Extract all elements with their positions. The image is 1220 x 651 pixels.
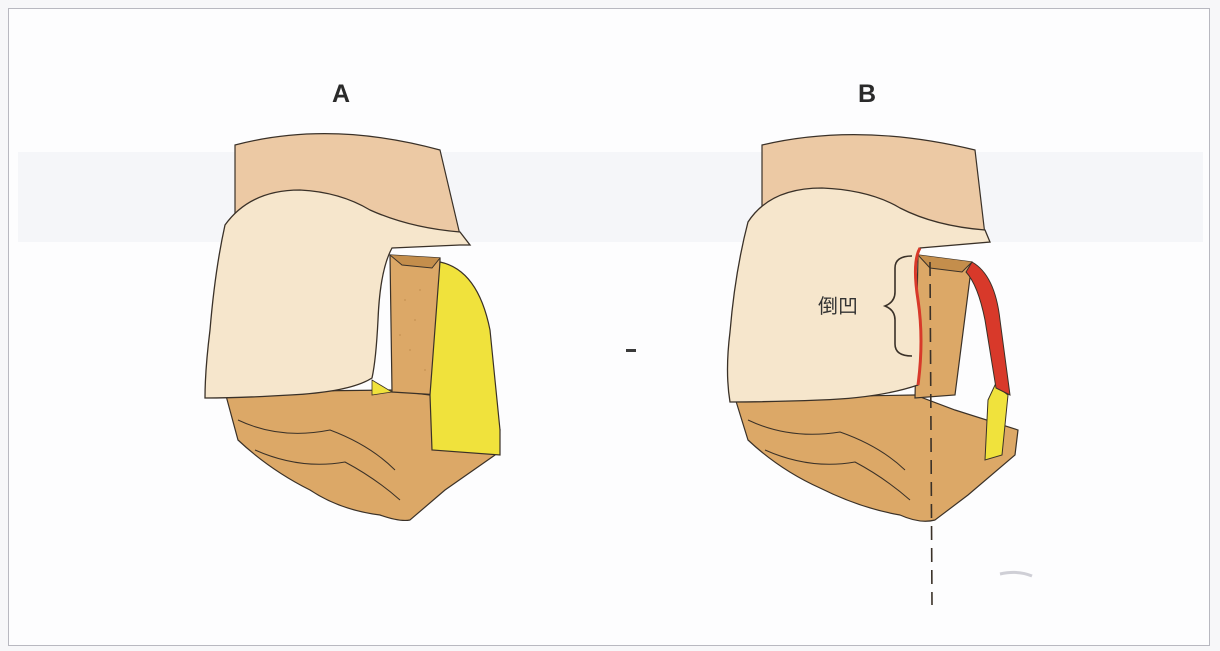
tooth-diagram-b bbox=[728, 135, 1019, 605]
undercut-red-strip bbox=[966, 262, 1010, 395]
proximal-box-b bbox=[915, 255, 972, 398]
preparation-body-b bbox=[735, 395, 1018, 521]
panel-label-b: B bbox=[858, 80, 876, 109]
yellow-wall-a bbox=[430, 262, 500, 455]
panel-label-a: A bbox=[332, 80, 350, 109]
undercut-annotation: 倒凹 bbox=[818, 290, 858, 319]
scan-mark bbox=[626, 349, 636, 352]
tooth-diagram-a bbox=[205, 134, 500, 521]
